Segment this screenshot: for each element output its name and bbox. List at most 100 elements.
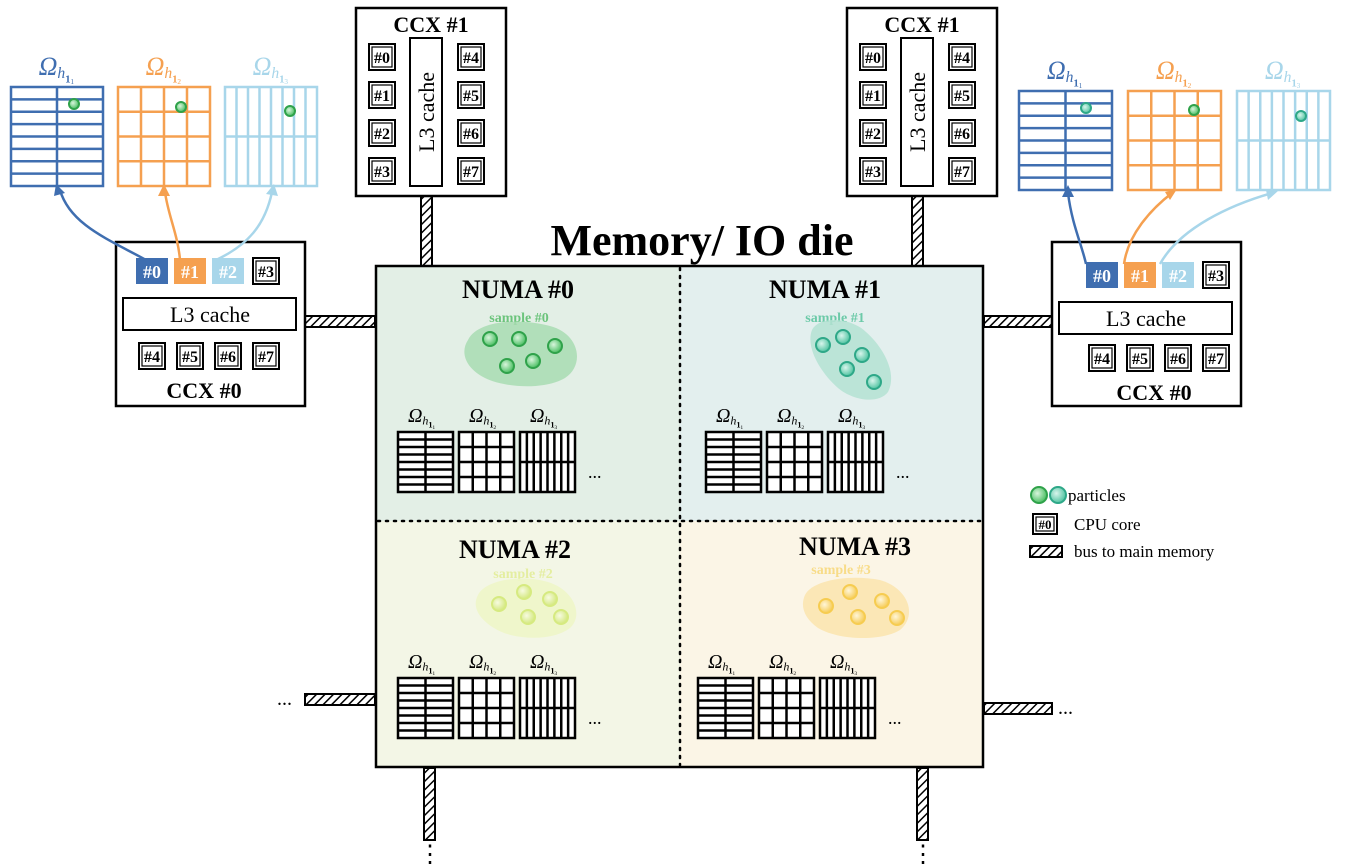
numa-2-label: NUMA #2 — [459, 535, 571, 564]
core-label: #0 — [1093, 266, 1111, 286]
core-outer — [368, 43, 396, 71]
mesh-grid — [704, 430, 763, 494]
bus-right-upper — [983, 315, 1053, 328]
omega-h: h — [544, 659, 550, 673]
core-label: #7 — [954, 164, 970, 181]
core-outer — [368, 81, 396, 109]
core-label: #7 — [258, 349, 274, 366]
core-outer — [859, 43, 887, 71]
arrowhead — [266, 184, 278, 196]
core-inner — [951, 122, 973, 144]
particle — [499, 358, 515, 374]
ccx-top-left-cores: #0#1#2#3#4#5#6#7 — [368, 43, 485, 185]
bus-top-left — [420, 195, 433, 267]
mesh-grid — [765, 430, 824, 494]
mesh-grid — [223, 85, 319, 188]
particle — [839, 361, 855, 377]
omega-sub: 1 — [797, 421, 801, 430]
bus-top-right — [911, 195, 924, 267]
omega-sub: 1 — [1291, 77, 1296, 89]
omega-sub: 1 — [789, 667, 793, 676]
particle — [835, 329, 851, 345]
core-inner — [862, 160, 884, 182]
core-label: #0 — [865, 50, 881, 67]
particle — [850, 609, 866, 625]
omega-h: h — [164, 65, 172, 82]
ccx-label: CCX #1 — [884, 12, 959, 37]
core-inner — [862, 122, 884, 144]
core-outer — [457, 43, 485, 71]
mesh-ellipsis: ... — [896, 462, 910, 482]
core-mesh-arrows — [58, 189, 1273, 265]
core-label: #4 — [144, 349, 160, 366]
core-inner — [371, 160, 393, 182]
legend-bus-label: bus to main memory — [1074, 542, 1215, 561]
numa-2-sample-label: sample #2 — [493, 567, 553, 582]
arrow-core0-left — [58, 189, 147, 262]
cpu-core: #5 — [1126, 344, 1154, 372]
ccx-side-right: L3 cache CCX #0 #0#1#2#3#4#5#6#7 — [1050, 240, 1243, 408]
numa-0-label: NUMA #0 — [462, 275, 574, 304]
omega-sub: 1 — [550, 421, 554, 430]
cpu-core: #1 — [859, 81, 887, 109]
core-label: #4 — [463, 50, 479, 67]
particle — [175, 101, 187, 113]
omega-symbol: Ω — [838, 405, 852, 427]
omega-sub: 1 — [489, 667, 493, 676]
ccx-top-left: CCX #1 L3 cache #0#1#2#3#4#5#6#7 — [354, 6, 508, 198]
cpu-core: #4 — [1088, 344, 1116, 372]
omega-subsub: 1 — [70, 78, 74, 86]
omega-sub: 1 — [1182, 77, 1187, 89]
l3-cache-label: L3 cache — [905, 72, 930, 152]
core-label: #1 — [865, 88, 881, 105]
cpu-core: #6 — [948, 119, 976, 147]
cpu-core: #5 — [457, 81, 485, 109]
core-outer — [368, 157, 396, 185]
particle — [491, 596, 507, 612]
omega-sub: 1 — [1073, 77, 1078, 89]
cpu-core: #4 — [457, 43, 485, 71]
particle — [1295, 110, 1307, 122]
cpu-core: #2 — [1162, 262, 1194, 288]
omega-symbol: Ω — [1156, 56, 1175, 85]
particle — [511, 331, 527, 347]
core-outer — [1164, 344, 1192, 372]
particle — [482, 331, 498, 347]
cpu-core: #2 — [368, 119, 396, 147]
core-fill — [1086, 262, 1118, 288]
mesh-ellipsis: ... — [588, 462, 602, 482]
l3-cache-box — [900, 37, 934, 187]
numa-3-particles — [818, 584, 905, 626]
omega-subsub: 1 — [740, 425, 743, 431]
omega-sub: 1 — [279, 73, 284, 85]
particle — [854, 347, 870, 363]
mesh-grid — [1235, 89, 1332, 192]
core-inner — [371, 46, 393, 68]
core-inner — [1205, 347, 1227, 369]
core-inner — [951, 84, 973, 106]
cpu-core: #3 — [859, 157, 887, 185]
ccx-label: CCX #0 — [1116, 380, 1191, 405]
core-inner — [255, 260, 277, 282]
numa-0-particles — [482, 331, 563, 374]
core-outer — [368, 119, 396, 147]
omega-h: h — [791, 413, 797, 427]
particle — [547, 338, 563, 354]
omega-h: h — [57, 65, 65, 82]
numa-3-sample-label: sample #3 — [811, 563, 871, 578]
mesh-ellipsis: ... — [588, 708, 602, 728]
omega-symbol: Ω — [769, 651, 783, 673]
core-outer — [457, 157, 485, 185]
cpu-core: #6 — [214, 342, 242, 370]
mesh-grid — [518, 676, 577, 740]
core-inner — [371, 122, 393, 144]
omega-h: h — [722, 659, 728, 673]
cpu-core: #3 — [252, 257, 280, 285]
